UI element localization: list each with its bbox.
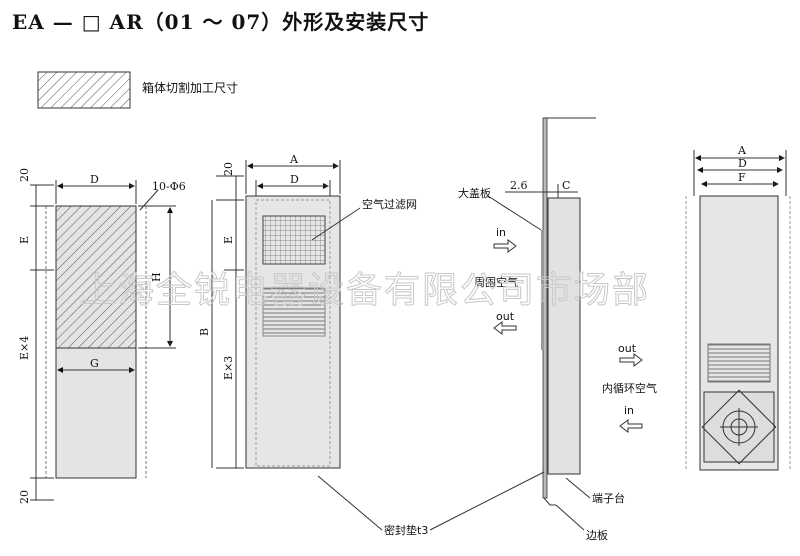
cutout-view: D 10-Φ6 G H 20 E E×4 20 <box>18 168 186 504</box>
hole-callout: 10-Φ6 <box>152 180 186 193</box>
dim-c: C <box>562 179 570 192</box>
page-title: EA — □ AR（01 ～ 07）外形及安装尺寸 <box>12 10 430 34</box>
ambient-in-label: in <box>496 226 506 239</box>
internal-out-label: out <box>618 342 637 355</box>
legend-swatch <box>37 71 131 109</box>
gasket-callout-lines: 密封垫t3 <box>317 471 545 537</box>
dim-d-left: D <box>90 173 99 186</box>
dim-ex3: E×3 <box>222 356 235 380</box>
dim-g: G <box>90 357 99 370</box>
dim-20-front: 20 <box>222 162 235 176</box>
gasket-callout: 密封垫t3 <box>384 523 428 537</box>
dim-b: B <box>198 328 211 336</box>
dim-d-front: D <box>290 173 299 186</box>
dim-a-front: A <box>289 153 299 166</box>
dim-20-bottom-left: 20 <box>18 490 31 504</box>
louver-panel <box>262 287 326 337</box>
ambient-air-label: 周围空气 <box>474 275 518 289</box>
dim-e-left: E <box>18 236 31 244</box>
dim-d-back: D <box>738 157 747 170</box>
cutout-hatch-area <box>55 205 137 349</box>
dim-thickness: 2.6 <box>510 179 528 192</box>
dim-f-back: F <box>738 171 746 184</box>
dim-h: H <box>150 272 163 282</box>
ambient-out-label: out <box>496 310 515 323</box>
internal-in-label: in <box>624 404 634 417</box>
dim-ex4: E×4 <box>18 336 31 360</box>
cover-callout: 大盖板 <box>458 186 491 200</box>
back-louver <box>707 343 771 383</box>
edge-plate-callout: 边板 <box>586 528 608 542</box>
filter-callout: 空气过滤网 <box>362 197 417 211</box>
terminal-callout: 端子台 <box>592 491 625 505</box>
dim-e-front: E <box>222 236 235 244</box>
side-view: 2.6 C 大盖板 in 周围空气 out out 内循环空气 in 端子台 边… <box>458 117 657 542</box>
back-view: A D F <box>685 144 791 471</box>
filter-grid <box>262 215 326 265</box>
dim-20-top-left: 20 <box>18 168 31 182</box>
watermark: 上海全锐电器设备有限公司市场部 <box>80 270 650 311</box>
dim-a-back: A <box>737 144 747 157</box>
internal-air-label: 内循环空气 <box>602 381 657 395</box>
legend-label: 箱体切割加工尺寸 <box>142 81 239 95</box>
front-view: A D 20 E E×3 B 空气过滤网 <box>198 153 417 469</box>
